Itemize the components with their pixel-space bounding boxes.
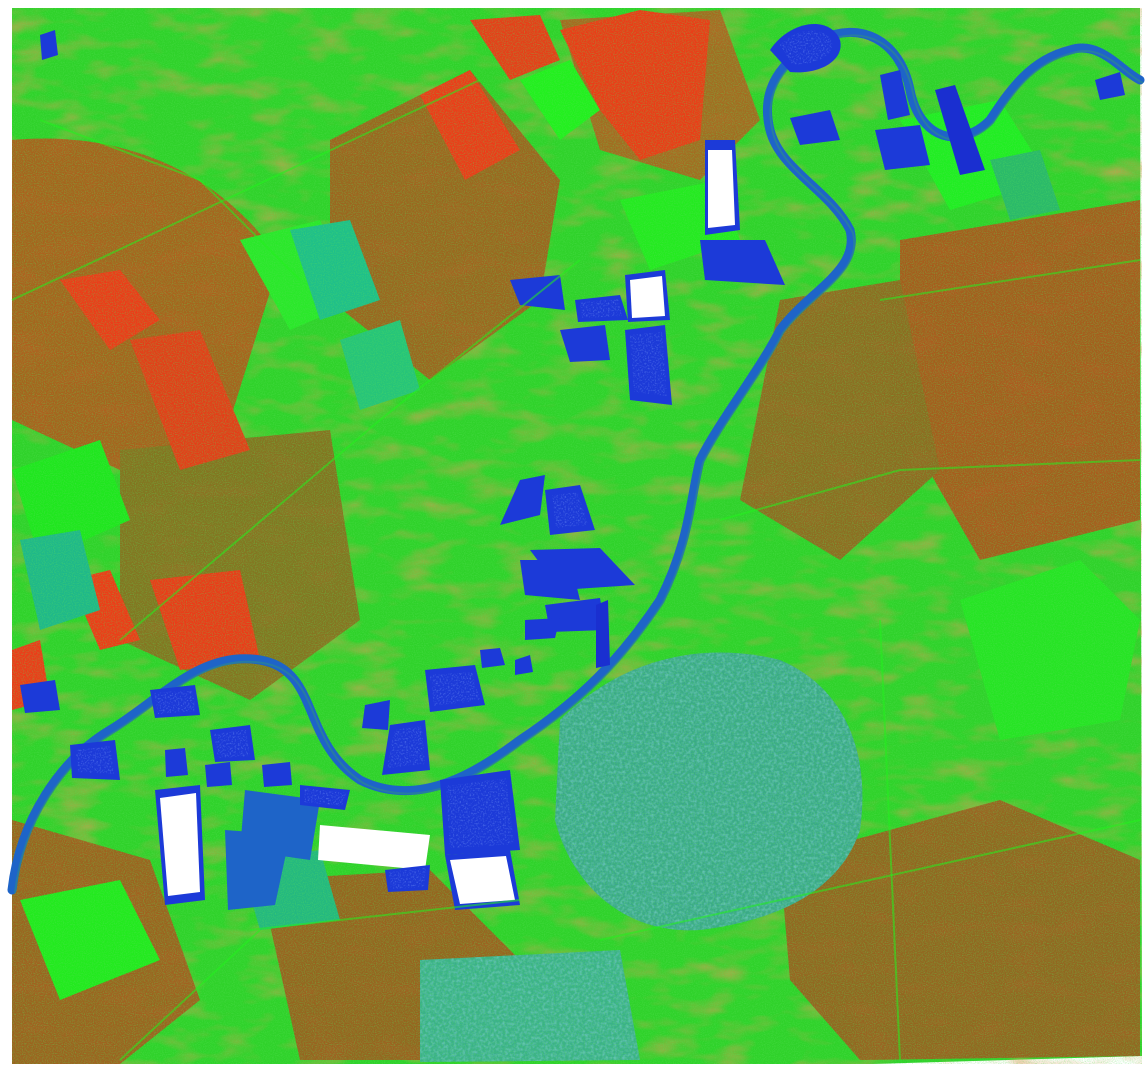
pond-saturation	[708, 150, 735, 228]
pond-saturation	[160, 793, 200, 896]
pond[interactable]	[596, 600, 610, 668]
pond[interactable]	[515, 655, 533, 675]
pond-saturation	[446, 778, 514, 848]
pond[interactable]	[1095, 72, 1125, 100]
pond-saturation	[76, 746, 114, 774]
pond-saturation	[387, 726, 425, 768]
pond-saturation	[780, 30, 833, 65]
pond-saturation	[450, 856, 515, 904]
pond-saturation	[304, 788, 346, 806]
pond[interactable]	[362, 700, 390, 730]
pond[interactable]	[262, 762, 292, 787]
pond[interactable]	[40, 30, 58, 60]
field-boundaries	[11, 79, 1141, 1061]
water-bodies	[20, 23, 1125, 910]
pond[interactable]	[205, 762, 232, 787]
pond[interactable]	[165, 748, 188, 777]
pond-saturation	[389, 868, 426, 889]
pond[interactable]	[545, 598, 605, 632]
pond-saturation	[630, 276, 665, 318]
pond-saturation	[580, 299, 622, 318]
river-channel-edge	[14, 34, 1144, 894]
pond[interactable]	[935, 85, 985, 175]
pond[interactable]	[880, 70, 910, 120]
pond[interactable]	[790, 110, 840, 145]
pond[interactable]	[500, 475, 545, 525]
pond[interactable]	[480, 648, 505, 668]
pond[interactable]	[525, 618, 560, 640]
pond[interactable]	[560, 325, 610, 362]
pond[interactable]	[318, 825, 430, 870]
pond-saturation	[630, 332, 667, 396]
pond-saturation	[430, 672, 480, 706]
pond-saturation	[214, 730, 250, 758]
pond[interactable]	[520, 560, 580, 600]
pond[interactable]	[700, 240, 785, 285]
river	[7, 27, 1145, 895]
pond-saturation	[154, 690, 196, 714]
pond[interactable]	[20, 680, 60, 713]
pond[interactable]	[225, 830, 290, 910]
pond[interactable]	[875, 125, 930, 170]
pond-saturation	[552, 492, 588, 528]
